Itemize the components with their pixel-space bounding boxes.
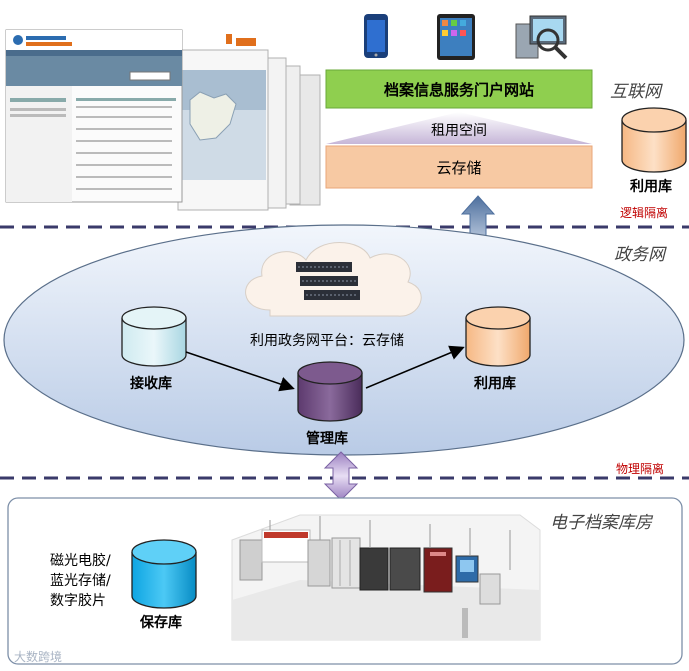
- zone-label-internet: 互联网: [610, 82, 661, 102]
- receive-to-manage-arrow: [185, 351, 295, 392]
- rent-space-label: 租用空间: [431, 123, 487, 139]
- rent-space-triangle: [326, 112, 592, 144]
- computer-search-icon: [515, 15, 568, 60]
- tablet-icon: [437, 14, 475, 60]
- portal-box: [325, 69, 593, 109]
- internet-use-db-label: 利用库: [630, 179, 672, 195]
- manage-to-use-arrow: [365, 345, 465, 389]
- watermark: 大数跨境: [14, 650, 63, 664]
- media-line-2: 蓝光存储/: [50, 573, 111, 589]
- manage-db-cylinder: [297, 361, 363, 422]
- bidirectional-arrow-icon: [323, 451, 359, 501]
- internet-use-db-cylinder: [621, 107, 687, 173]
- cloud-storage-label: 云存储: [436, 158, 482, 177]
- portal-title: 档案信息服务门户网站: [383, 80, 534, 99]
- website-screenshot-stack: [5, 29, 321, 211]
- cloud-storage-box: [325, 145, 593, 189]
- gov-use-db-label: 利用库: [474, 376, 516, 392]
- data-center-room-illustration: [231, 514, 541, 641]
- receive-db-label: 接收库: [130, 376, 172, 392]
- gov-use-db-cylinder: [465, 306, 531, 367]
- zone-label-gov-network: 政务网: [614, 245, 665, 265]
- media-line-1: 磁光电胶/: [50, 553, 111, 569]
- manage-db-label: 管理库: [306, 431, 348, 447]
- phone-icon: [364, 14, 388, 58]
- media-line-3: 数字胶片: [50, 593, 106, 609]
- logical-separator-label: 逻辑隔离: [620, 206, 669, 220]
- receive-db-cylinder: [121, 306, 187, 367]
- preserve-db-cylinder: [131, 539, 197, 609]
- preserve-db-label: 保存库: [140, 615, 182, 631]
- physical-separator-label: 物理隔离: [616, 462, 665, 476]
- platform-label: 利用政务网平台：云存储: [250, 333, 404, 349]
- server-cloud-icon: [245, 242, 422, 317]
- zone-label-archive-room: 电子档案库房: [550, 513, 652, 533]
